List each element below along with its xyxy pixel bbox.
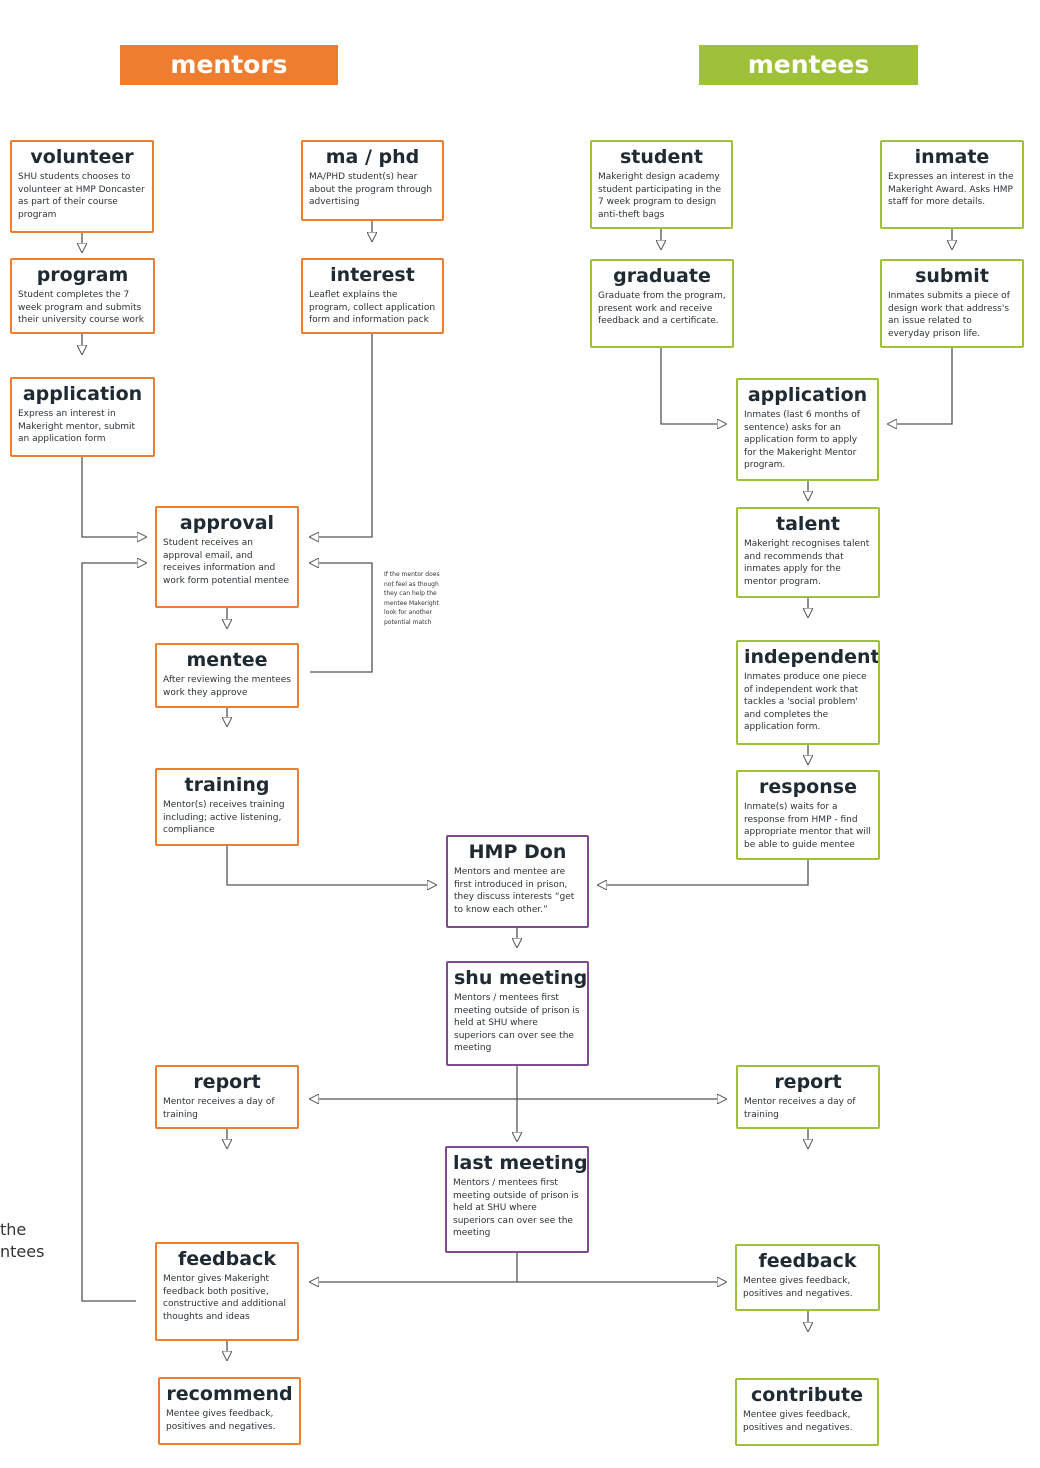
hmp-don-box: HMP Don Mentors and mentee are first int… [446, 835, 589, 928]
student-box: student Makeright design academy student… [590, 140, 733, 229]
inmate-title: inmate [914, 146, 990, 168]
contribute-box: contribute Mentee gives feedback, positi… [735, 1378, 879, 1446]
edge-text-line1: the [0, 1220, 27, 1239]
submit-desc: Inmates submits a piece of design work t… [888, 291, 1010, 339]
student-desc: Makeright design academy student partici… [598, 172, 722, 220]
application-mentee-box: application Inmates (last 6 months of se… [736, 378, 879, 481]
feedback-mentor-title: feedback [178, 1248, 276, 1270]
recommend-desc: Mentee gives feedback, positives and neg… [166, 1409, 276, 1432]
arrow-mentee-loop [310, 563, 373, 673]
loop-note: If the mentor does not feel as though th… [384, 571, 440, 626]
graduate-title: graduate [613, 265, 711, 287]
arrow-training-hmp [226, 846, 436, 885]
mentees-journey-header: mentees journey [699, 45, 918, 119]
training-box: training Mentor(s) receives training inc… [155, 768, 299, 846]
student-title: student [619, 146, 703, 168]
last-meeting-desc: Mentors / mentees first meeting outside … [453, 1178, 579, 1238]
response-title: response [759, 776, 857, 798]
training-title: training [184, 774, 270, 796]
feedback-mentor-box: feedback Mentor gives Makeright feedback… [155, 1242, 299, 1341]
response-box: response Inmate(s) waits for a response … [736, 770, 880, 860]
application-mentor-desc: Express an interest in Makeright mentor,… [18, 409, 136, 444]
volunteer-title: volunteer [30, 146, 134, 168]
training-desc: Mentor(s) receives training including; a… [163, 800, 285, 835]
ma-phd-box: ma / phd MA/PHD student(s) hear about th… [301, 140, 444, 221]
independent-box: independent Inmates produce one piece of… [736, 640, 880, 745]
approval-box: approval Student receives an approval em… [155, 506, 299, 608]
independent-desc: Inmates produce one piece of independent… [744, 672, 867, 732]
inmate-desc: Expresses an interest in the Makeright A… [888, 172, 1014, 207]
contribute-desc: Mentee gives feedback, positives and neg… [743, 1410, 853, 1433]
recommend-box: recommend Mentee gives feedback, positiv… [158, 1377, 301, 1445]
talent-title: talent [776, 513, 840, 535]
graduate-desc: Graduate from the program, present work … [598, 291, 726, 326]
report-mentor-title: report [193, 1071, 261, 1093]
application-mentor-box: application Express an interest in Maker… [10, 377, 155, 457]
feedback-mentee-desc: Mentee gives feedback, positives and neg… [743, 1276, 853, 1299]
last-meeting-box: last meeting Mentors / mentees first mee… [445, 1146, 589, 1253]
approval-title: approval [179, 512, 275, 534]
volunteer-desc: SHU students chooses to volunteer at HMP… [18, 172, 145, 220]
application-mentee-desc: Inmates (last 6 months of sentence) asks… [744, 410, 860, 470]
report-mentor-desc: Mentor receives a day of training [163, 1097, 275, 1120]
feedback-mentee-box: feedback Mentee gives feedback, positive… [735, 1244, 880, 1311]
talent-desc: Makeright recognises talent and recommen… [744, 539, 870, 587]
recommend-title: recommend [166, 1383, 293, 1405]
report-mentor-box: report Mentor receives a day of training [155, 1065, 299, 1129]
arrow-submit-application [888, 348, 953, 424]
arrow-application-approval [81, 457, 146, 537]
inmate-box: inmate Expresses an interest in the Make… [880, 140, 1024, 229]
contribute-title: contribute [751, 1384, 863, 1406]
feedback-mentee-title: feedback [758, 1250, 857, 1272]
submit-box: submit Inmates submits a piece of design… [880, 259, 1024, 348]
arrow-feedback-loop [81, 563, 146, 1302]
ma-phd-title: ma / phd [325, 146, 420, 168]
program-title: program [36, 264, 129, 286]
report-mentee-desc: Mentor receives a day of training [744, 1097, 856, 1120]
arrow-last-feedback-m [310, 1253, 518, 1282]
mentors-journey-header: mentors journey [120, 45, 338, 119]
feedback-mentor-desc: Mentor gives Makeright feedback both pos… [163, 1274, 286, 1322]
hmp-don-desc: Mentors and mentee are first introduced … [454, 867, 575, 915]
mentee-title: mentee [186, 649, 268, 671]
ma-phd-desc: MA/PHD student(s) hear about the program… [309, 172, 433, 207]
last-meeting-title: last meeting [453, 1152, 588, 1174]
interest-desc: Leaflet explains the program, collect ap… [309, 290, 436, 325]
talent-box: talent Makeright recognises talent and r… [736, 507, 880, 598]
program-box: program Student completes the 7 week pro… [10, 258, 155, 334]
independent-title: independent [744, 646, 880, 668]
arrow-interest-approval [310, 334, 373, 537]
shu-meeting-desc: Mentors / mentees first meeting outside … [454, 993, 580, 1053]
submit-title: submit [915, 265, 989, 287]
report-mentee-title: report [774, 1071, 842, 1093]
shu-meeting-box: shu meeting Mentors / mentees first meet… [446, 961, 589, 1066]
approval-desc: Student receives an approval email, and … [163, 538, 289, 586]
application-mentor-title: application [22, 383, 143, 405]
interest-box: interest Leaflet explains the program, c… [301, 258, 444, 334]
program-desc: Student completes the 7 week program and… [18, 290, 144, 325]
response-desc: Inmate(s) waits for a response from HMP … [744, 802, 871, 850]
arrow-response-hmp [598, 860, 809, 885]
shu-meeting-title: shu meeting [454, 967, 588, 989]
hmp-don-title: HMP Don [468, 841, 567, 863]
volunteer-box: volunteer SHU students chooses to volunt… [10, 140, 154, 233]
graduate-box: graduate Graduate from the program, pres… [590, 259, 734, 348]
report-mentee-box: report Mentor receives a day of training [736, 1065, 880, 1129]
mentee-desc: After reviewing the mentees work they ap… [163, 675, 291, 698]
arrow-graduate-application [660, 348, 726, 424]
application-mentee-title: application [747, 384, 868, 406]
edge-text-line2: ntees [0, 1242, 45, 1261]
mentee-box: mentee After reviewing the mentees work … [155, 643, 299, 708]
interest-title: interest [330, 264, 415, 286]
